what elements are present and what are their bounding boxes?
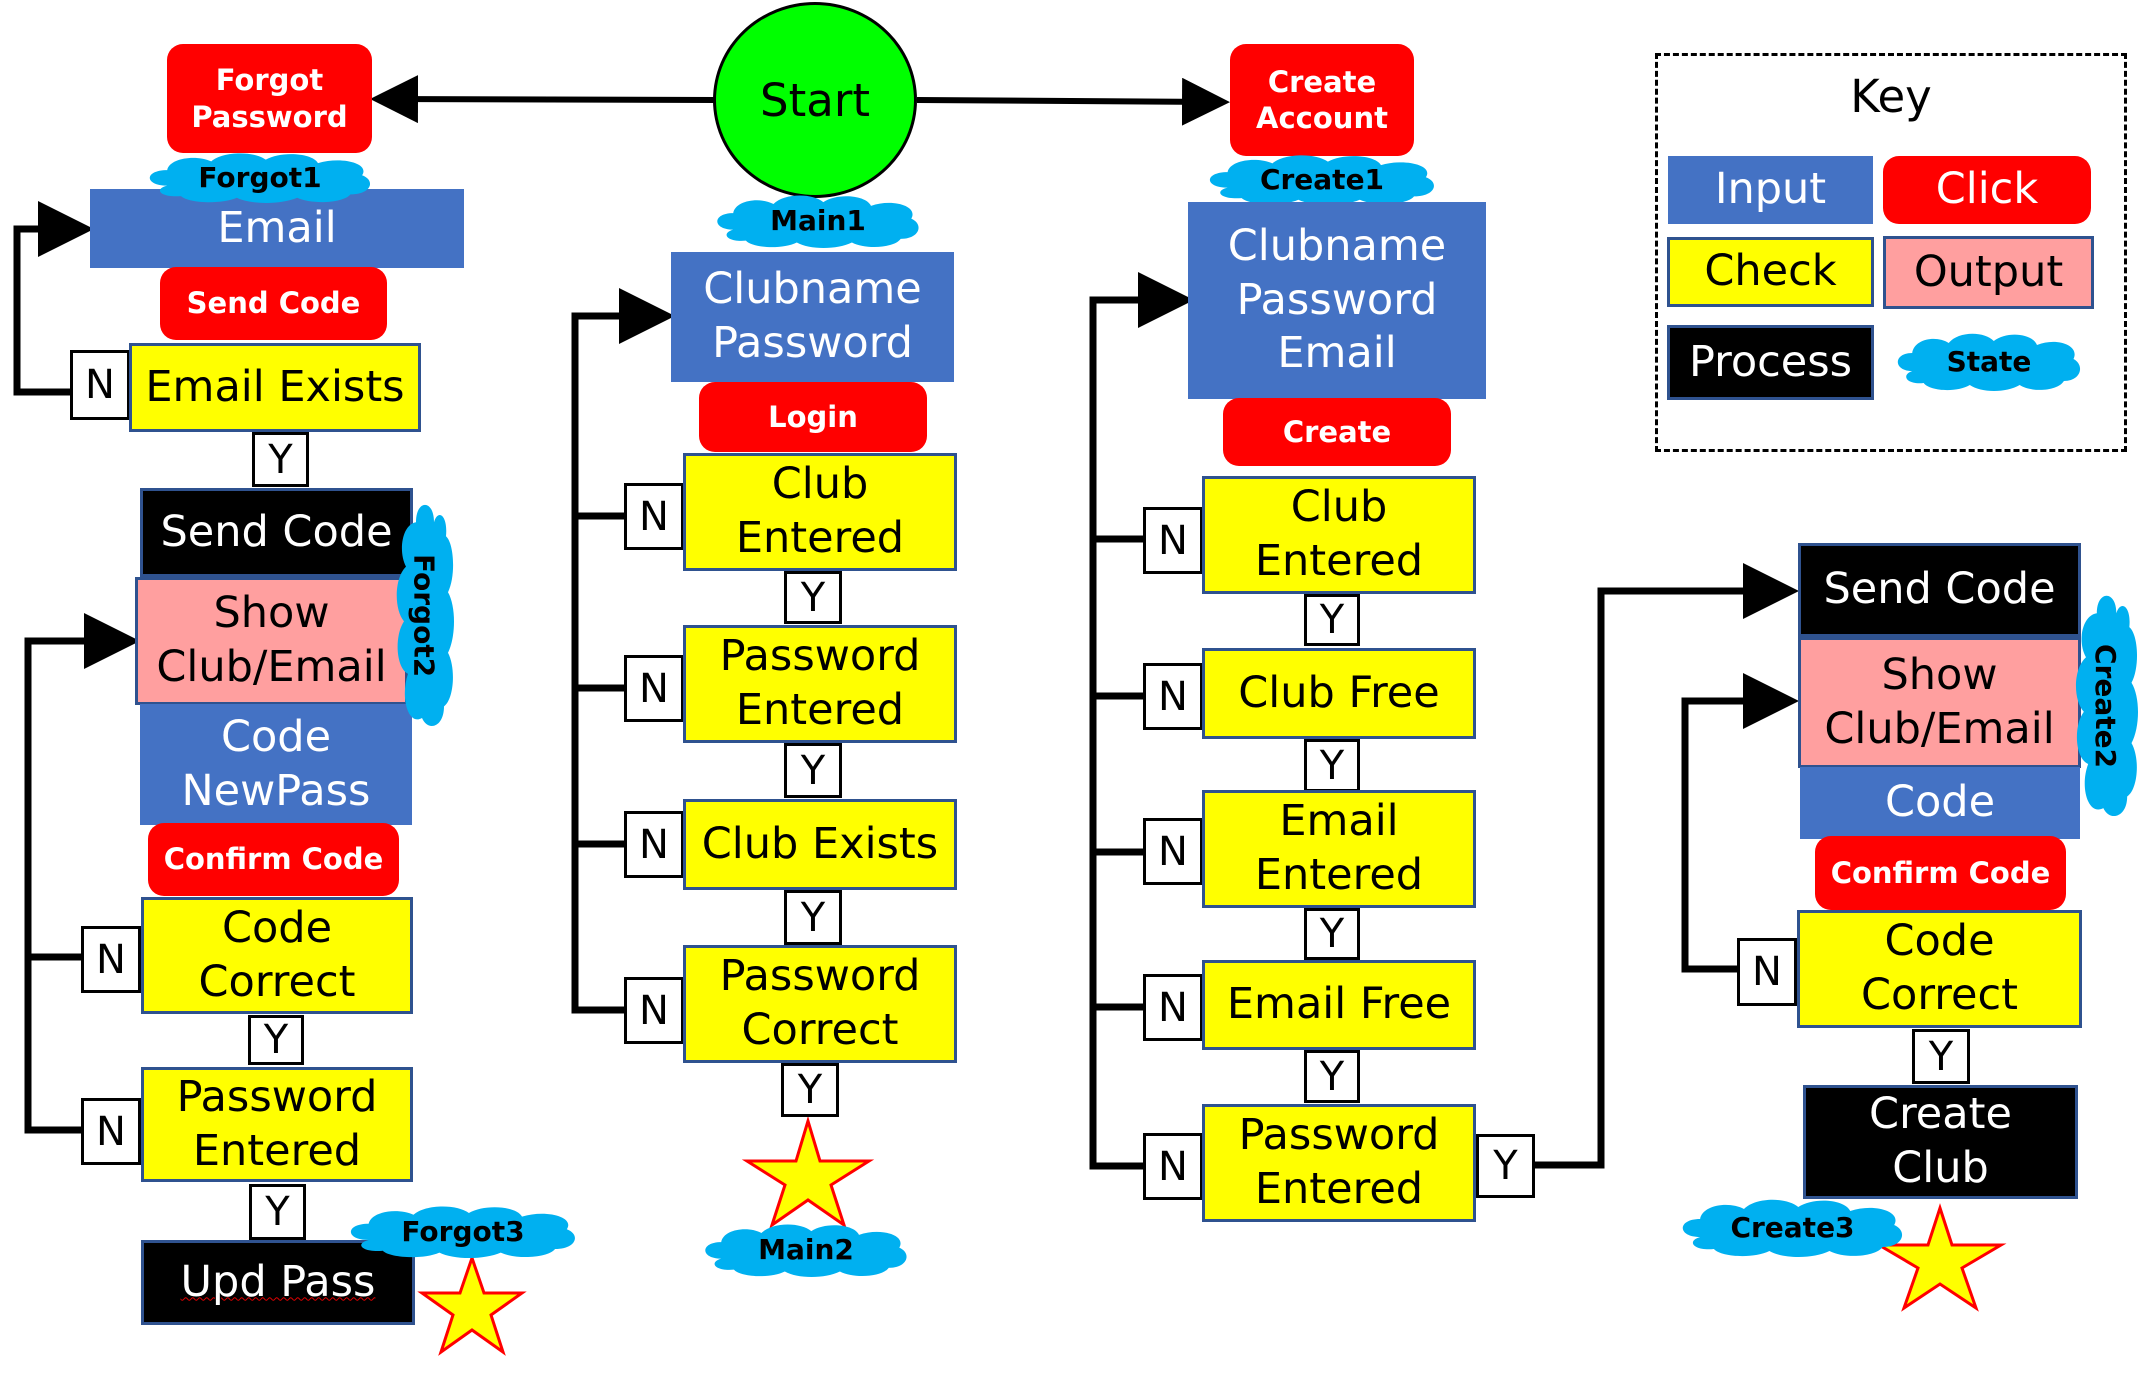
check-password-entered: Password Entered <box>141 1067 413 1182</box>
forgot-email-loop <box>13 201 94 396</box>
check-password-correct: Password Correct <box>683 945 957 1063</box>
forgot-code-newpass-input[interactable]: Code NewPass <box>140 704 412 825</box>
branch-yes: Y <box>1304 1050 1360 1103</box>
check-club-free: Club Free <box>1202 648 1476 739</box>
branch-yes: Y <box>781 1063 839 1117</box>
end-star-create <box>1873 1203 2007 1312</box>
legend-state: State <box>1893 331 2085 391</box>
check-email-exists: Email Exists <box>129 343 421 432</box>
check-password-entered: Password Entered <box>1202 1104 1476 1222</box>
state-forgot1: Forgot1 <box>144 151 376 203</box>
branch-yes: Y <box>1304 594 1360 646</box>
branch-yes: Y <box>252 432 309 487</box>
branch-no: N <box>81 1098 141 1165</box>
legend-process: Process <box>1667 325 1874 400</box>
check-club-entered: Club Entered <box>1202 476 1476 594</box>
forgot-email-input[interactable]: Email <box>90 189 464 268</box>
create-button[interactable]: Create <box>1223 398 1451 466</box>
check-club-entered: Club Entered <box>683 453 957 571</box>
create-account-input[interactable]: Clubname Password Email <box>1188 202 1486 399</box>
start-label: Start <box>760 73 870 127</box>
state-create3: Create3 <box>1677 1197 1908 1257</box>
state-forgot3: Forgot3 <box>345 1204 581 1258</box>
process-create-club: Create Club <box>1803 1085 2078 1199</box>
branch-no: N <box>1143 1133 1203 1200</box>
legend-check: Check <box>1667 237 1874 307</box>
branch-no: N <box>1143 663 1203 730</box>
branch-no: N <box>81 926 141 993</box>
branch-no: N <box>624 655 684 722</box>
branch-no: N <box>1143 818 1203 885</box>
branch-no: N <box>70 350 130 420</box>
forgot-code-loop <box>24 613 140 1134</box>
create2-code-loop <box>1681 673 1799 973</box>
start-to-forgot-arrow <box>370 75 716 124</box>
branch-no: N <box>1737 938 1797 1006</box>
branch-yes: Y <box>1304 739 1360 792</box>
process-send-code: Send Code <box>140 488 413 577</box>
state-main2: Main2 <box>700 1222 912 1277</box>
end-star-main <box>741 1115 875 1229</box>
state-create1: Create1 <box>1204 153 1440 205</box>
branch-no: N <box>1143 974 1203 1041</box>
legend-title: Key <box>1850 70 1932 123</box>
branch-yes: Y <box>1912 1029 1970 1084</box>
branch-yes: Y <box>249 1184 306 1240</box>
main-retry-loop <box>571 288 675 1014</box>
legend-output: Output <box>1883 236 2094 309</box>
create-to-sendcode-arrow <box>1532 563 1799 1169</box>
branch-yes: Y <box>1476 1134 1535 1198</box>
forgot-confirm-code-button[interactable]: Confirm Code <box>148 823 399 896</box>
login-button[interactable]: Login <box>699 382 927 452</box>
create-retry-loop <box>1089 272 1194 1170</box>
branch-yes: Y <box>784 571 842 624</box>
branch-yes: Y <box>784 890 842 945</box>
create-confirm-code-button[interactable]: Confirm Code <box>1815 836 2066 910</box>
legend-click: Click <box>1883 156 2091 224</box>
forgot-password-click[interactable]: Forgot Password <box>167 44 372 153</box>
check-code-correct: Code Correct <box>141 897 413 1014</box>
create-code-input[interactable]: Code <box>1800 767 2080 839</box>
legend-box <box>1655 53 2127 452</box>
branch-yes: Y <box>248 1015 304 1065</box>
login-credentials-input[interactable]: Clubname Password <box>671 252 954 382</box>
branch-no: N <box>1143 507 1203 574</box>
state-create2: Create2 <box>2073 590 2138 822</box>
process-update-password: Upd Pass <box>141 1240 415 1325</box>
branch-no: N <box>624 977 684 1044</box>
branch-yes: Y <box>1304 908 1360 960</box>
legend-input: Input <box>1668 156 1873 224</box>
output-show-club-email: Show Club/Email <box>1798 637 2081 768</box>
check-club-exists: Club Exists <box>683 799 957 890</box>
process-send-code: Send Code <box>1798 543 2081 637</box>
output-show-club-email: Show Club/Email <box>135 577 408 705</box>
branch-no: N <box>624 483 684 550</box>
check-password-entered: Password Entered <box>683 625 957 743</box>
check-email-free: Email Free <box>1202 960 1476 1050</box>
end-star-forgot <box>417 1253 527 1356</box>
state-main1: Main1 <box>712 193 924 248</box>
forgot-send-code-button[interactable]: Send Code <box>160 267 387 340</box>
create-account-click[interactable]: Create Account <box>1230 44 1414 156</box>
start-to-create-arrow <box>916 77 1230 126</box>
start-node: Start <box>713 2 917 198</box>
branch-yes: Y <box>784 743 842 798</box>
state-forgot2: Forgot2 <box>394 499 454 732</box>
branch-no: N <box>624 811 684 878</box>
check-email-entered: Email Entered <box>1202 790 1476 908</box>
check-code-correct: Code Correct <box>1797 910 2082 1028</box>
